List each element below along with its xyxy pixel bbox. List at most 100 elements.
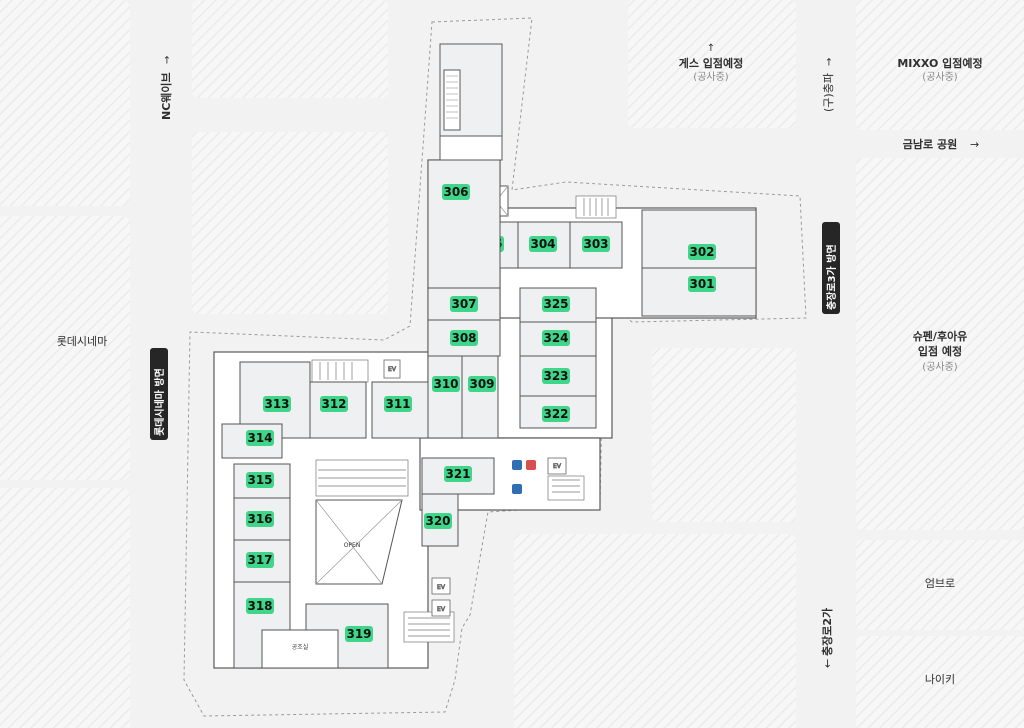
unit-badge-308 [450,330,478,346]
block-nike [856,636,1024,728]
ev-label: EV [437,606,446,613]
service-tower [439,43,509,217]
label-umbro: 엄브로 [925,577,955,590]
unit-badge-315 [246,472,274,488]
shop-unit-312 [309,381,367,439]
block-bottom-left [0,488,130,728]
block-nc-wave [192,0,388,98]
atrium-open-label: OPEN [344,542,361,549]
block-umbro [856,540,1024,630]
restroom-icon [512,460,522,470]
unit-number-321: 321 [445,467,470,481]
unit-number-304: 304 [530,237,555,251]
unit-badge-316 [246,511,274,527]
unit-badge-321 [444,466,472,482]
unit-badge-310 [432,376,460,392]
ev-label: EV [553,463,562,470]
label-shupen-2: 입점 예정 [918,344,962,358]
ev-label: EV [437,584,446,591]
label-chungjangro2: 충장로2가 [820,608,834,656]
unit-number-303: 303 [583,237,608,251]
block-guess [628,0,796,128]
unit-number-322: 322 [543,407,568,421]
unit-number-308: 308 [451,331,476,345]
shop-unit-310 [427,355,463,439]
label-old-chungpa: (구)충파 [822,73,835,112]
block-top-left [0,0,130,206]
arrow-up-icon: ↑ [707,43,715,54]
unit-number-316: 316 [247,512,272,526]
tag-chungjangro3-label: 충장로3가 방면 [825,244,838,310]
arrow-right-icon: → [970,138,979,151]
unit-number-310: 310 [433,377,458,391]
arrow-up-icon: → [824,58,835,66]
label-shupen: 슈펜/후아유 [913,329,968,343]
label-geumnamro-park: 금남로 공원 [903,137,957,151]
unit-badge-325 [542,296,570,312]
label-guess-note: (공사중) [693,71,729,83]
unit-number-319: 319 [346,627,371,641]
label-mixxo-note: (공사중) [922,71,958,83]
block-lower-right [652,348,796,522]
block-shupen [856,158,1024,530]
label-shupen-note: (공사중) [922,361,958,373]
unit-badge-304 [529,236,557,252]
tag-lotte-cinema [150,348,168,440]
restroom-icons [512,460,536,494]
label-guess: 게스 입점예정 [679,56,744,70]
label-nc-wave: NC웨이브 [159,72,173,120]
block-mid [192,132,388,314]
unit-badge-317 [246,552,274,568]
unit-badge-324 [542,330,570,346]
unit-number-307: 307 [451,297,476,311]
direction-tags: 충장로3가 방면 롯데시네마 방면 [150,222,840,440]
unit-badge-319 [345,626,373,642]
unit-number-312: 312 [321,397,346,411]
restroom-icon [526,460,536,470]
block-mixxo [856,0,1024,130]
unit-badge-313 [263,396,291,412]
unit-badge-307 [450,296,478,312]
unit-number-302: 302 [689,245,714,259]
shop-unit-306 [427,159,501,289]
street-labels: NC웨이브 → 롯데시네마 ↑ 게스 입점예정 (공사중) MIXXO 입점예정… [57,43,983,686]
atrium: OPEN [315,499,403,585]
label-nike: 나이키 [925,673,955,686]
unit-badge-318 [246,598,274,614]
arrow-up-icon: → [162,56,173,64]
unit-number-315: 315 [247,473,272,487]
unit-badge-302 [688,244,716,260]
restroom-icon [512,484,522,494]
block-lotte-cinema [0,216,130,480]
unit-badge-306 [442,184,470,200]
unit-badge-314 [246,430,274,446]
block-bottom-center [514,534,796,728]
unit-number-323: 323 [543,369,568,383]
unit-number-313: 313 [264,397,289,411]
unit-badge-309 [468,376,496,392]
shop-unit-309 [461,355,499,439]
unit-number-324: 324 [543,331,568,345]
label-lotte-cinema: 롯데시네마 [57,335,108,348]
shop-units: 3013023033043053063073083093103113123133… [221,159,757,669]
site-boundary [183,17,807,717]
unit-badge-323 [542,368,570,384]
unit-number-301: 301 [689,277,714,291]
unit-number-318: 318 [247,599,272,613]
unit-badge-322 [542,406,570,422]
ev-label: EV [388,366,397,373]
unit-number-309: 309 [469,377,494,391]
arrow-left-icon: ← [821,659,834,668]
unit-number-311: 311 [385,397,410,411]
tag-chungjangro3 [822,222,840,314]
unit-badge-301 [688,276,716,292]
unit-badge-312 [320,396,348,412]
utility-room-label: 공조실 [292,643,309,651]
unit-number-314: 314 [247,431,272,445]
stairs [311,195,617,643]
unit-badge-311 [384,396,412,412]
unit-badge-303 [582,236,610,252]
tag-lotte-cinema-label: 롯데시네마 방면 [153,368,166,436]
